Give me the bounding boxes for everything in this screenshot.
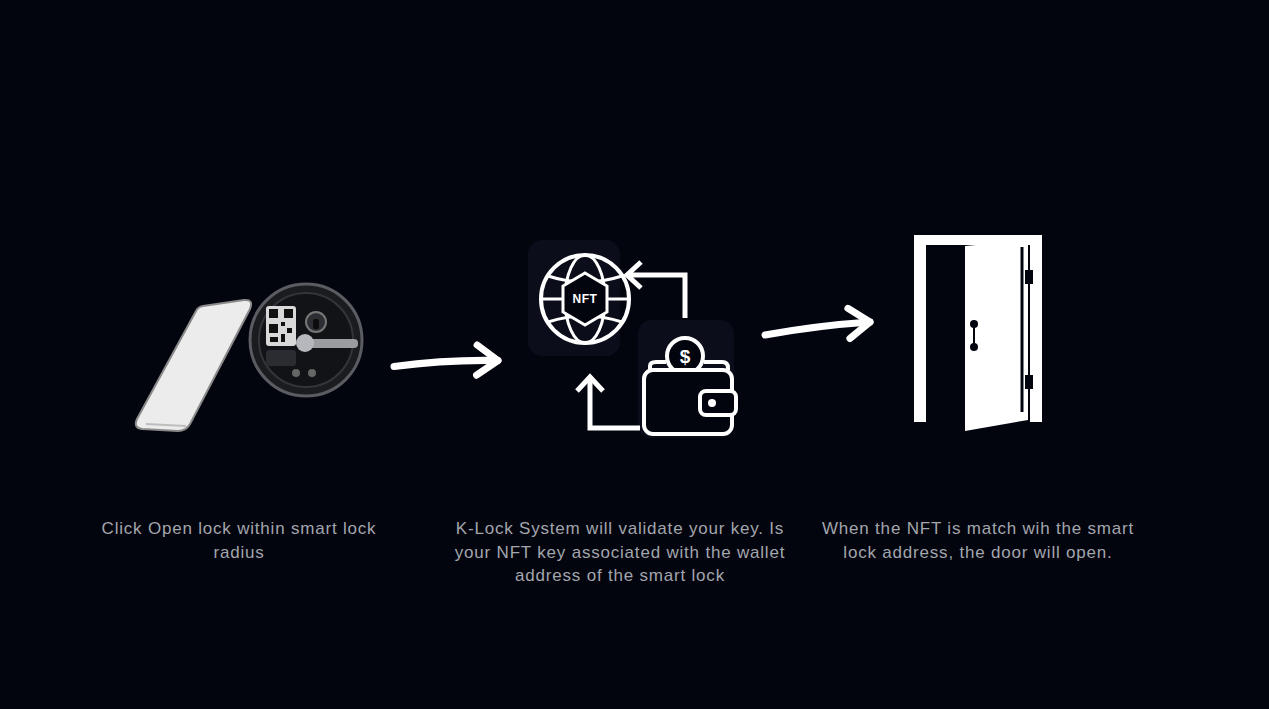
coin-symbol: $ <box>680 347 691 366</box>
icon-text: NFT <box>573 293 598 305</box>
nft-wallet-icons <box>528 240 736 438</box>
step-node: K-Lock System will validate your key. Is… <box>528 240 740 438</box>
phone-and-lock <box>136 284 362 431</box>
step-node: Click Open lock within smart lock radius <box>135 295 360 432</box>
step-caption: Click Open lock within smart lock radius <box>78 517 400 564</box>
step-caption: K-Lock System will validate your key. Is… <box>444 517 796 588</box>
flow-arrow <box>394 345 498 375</box>
open-door <box>914 235 1042 431</box>
step-node: When the NFT is match wih the smart lock… <box>912 235 1042 432</box>
flow-arrow <box>765 308 870 338</box>
step-caption: When the NFT is match wih the smart lock… <box>816 517 1140 564</box>
